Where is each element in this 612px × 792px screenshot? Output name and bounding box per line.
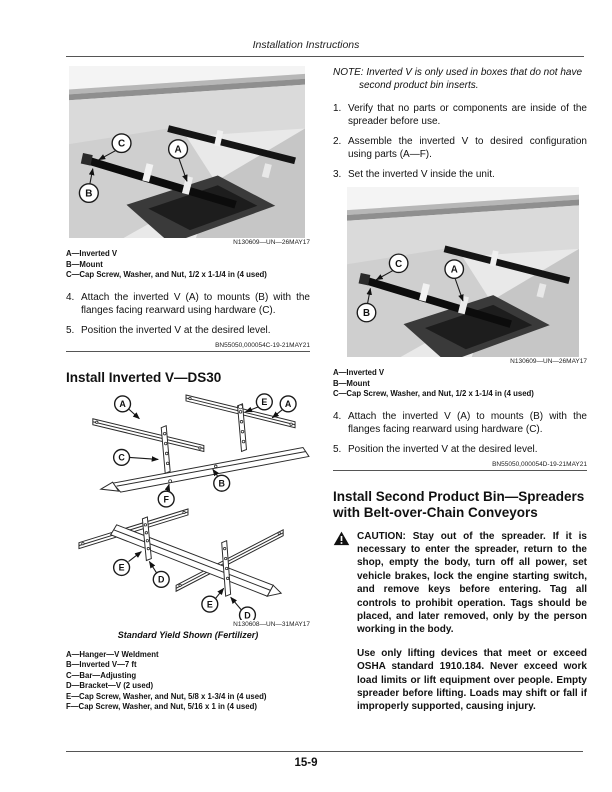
photo-legend: A—Inverted V B—Mount C—Cap Screw, Washer…	[333, 368, 587, 400]
legend-item: A—Inverted V	[333, 368, 385, 377]
caution-text-2: Use only lifting devices that meet or ex…	[357, 647, 587, 713]
svg-text:A: A	[119, 399, 126, 409]
warning-triangle-icon	[333, 531, 350, 545]
step-3: 3. Set the inverted V inside the unit.	[333, 169, 495, 180]
section-code: BN55050,000054D-19-21MAY21	[492, 460, 587, 468]
legend-item: C—Bar—Adjusting	[66, 670, 137, 680]
section-divider	[333, 469, 587, 471]
steps-1-3: 1. Verify that no parts or components ar…	[333, 102, 587, 181]
left-column: C A B N130609—UN—26MAY17 A—Inverted V B—…	[66, 66, 310, 713]
callout-b	[356, 302, 377, 323]
step-5: 5. Position the inverted V at the desire…	[66, 324, 271, 336]
legend-item: D—Bracket—V (2 used)	[66, 681, 154, 690]
drawing-caption: Standard Yield Shown (Fertilizer)	[117, 629, 259, 640]
note-text: NOTE: Inverted V is only used in boxes t…	[333, 67, 583, 91]
callout-a	[444, 259, 465, 279]
legend-item: A—Hanger—V Weldment	[66, 649, 159, 659]
right-column: NOTE: Inverted V is only used in boxes t…	[333, 66, 587, 714]
section-code: BN55050,000054C-19-21MAY21	[215, 341, 310, 349]
caution-block: CAUTION: Stay out of the spreader. If it…	[333, 530, 587, 637]
svg-text:E: E	[119, 562, 125, 572]
svg-text:B: B	[363, 308, 370, 319]
legend-item: C—Cap Screw, Washer, and Nut, 1/2 x 1-1/…	[333, 389, 534, 398]
section-heading-second-bin: Install Second Product Bin—Spreaders wit…	[333, 488, 585, 520]
section-heading-ds30: Install Inverted V—DS30	[66, 369, 222, 385]
image-id: N130609—UN—26MAY17	[510, 358, 587, 365]
image-id: N130609—UN—26MAY17	[233, 239, 310, 246]
inverted-v-photo: C A B	[347, 187, 579, 357]
inverted-v-photo: C A B	[69, 66, 305, 238]
legend-item: F—Cap Screw, Washer, and Nut, 5/16 x 1 i…	[66, 702, 257, 711]
inverted-v-front-bar	[365, 276, 512, 328]
svg-text:D: D	[244, 610, 251, 620]
adjusting-bar	[160, 424, 171, 474]
svg-text:B: B	[85, 189, 92, 200]
svg-text:C: C	[395, 259, 402, 270]
inverted-v-sheet	[111, 446, 310, 493]
svg-text:A: A	[451, 265, 458, 276]
mount	[358, 273, 371, 286]
callout-b	[78, 183, 99, 204]
callout-c	[388, 253, 409, 274]
image-id: N130608—UN—31MAY17	[233, 620, 310, 628]
step-4: 4. Attach the inverted V (A) to mounts (…	[66, 291, 310, 316]
inverted-v-rear-bar	[167, 125, 296, 165]
inverted-v-exploded-drawing: A E A C F B E D	[78, 392, 310, 620]
svg-text:C: C	[118, 452, 125, 462]
section-divider	[66, 350, 310, 352]
photo-legend: A—Inverted V B—Mount C—Cap Screw, Washer…	[66, 249, 310, 281]
step-4: 4. Attach the inverted V (A) to mounts (…	[333, 410, 587, 435]
svg-text:F: F	[163, 494, 169, 504]
inverted-v-rear-bar	[443, 245, 571, 284]
callout-a	[167, 139, 189, 160]
mount	[80, 153, 93, 166]
svg-text:A: A	[174, 145, 181, 156]
svg-text:E: E	[261, 397, 267, 407]
svg-text:B: B	[218, 478, 225, 488]
header-rule	[66, 56, 584, 57]
svg-text:D: D	[158, 574, 165, 584]
caution-text: CAUTION: Stay out of the spreader. If it…	[357, 530, 587, 636]
page-number: 15-9	[294, 757, 318, 769]
legend-item: B—Inverted V—7 ft	[66, 660, 137, 669]
svg-text:E: E	[207, 599, 213, 609]
steps-4-5: 4. Attach the inverted V (A) to mounts (…	[333, 410, 587, 456]
svg-text:A: A	[285, 399, 292, 409]
legend-item: A—Inverted V	[66, 249, 118, 258]
legend-item: B—Mount	[333, 378, 370, 388]
callout-c	[111, 133, 132, 154]
legend-item: C—Cap Screw, Washer, and Nut, 1/2 x 1-1/…	[66, 270, 267, 279]
step-1: 1. Verify that no parts or components ar…	[333, 103, 587, 127]
footer-rule	[66, 751, 583, 752]
legend-item: B—Mount	[66, 259, 103, 269]
step-5: 5. Position the inverted V at the desire…	[333, 443, 538, 455]
legend-item: E—Cap Screw, Washer, and Nut, 5/8 x 1-3/…	[66, 691, 267, 701]
inverted-v-front-bar	[87, 157, 237, 209]
steps-4-5: 4. Attach the inverted V (A) to mounts (…	[66, 291, 310, 337]
step-2: 2. Assemble the inverted V to desired co…	[333, 136, 587, 160]
svg-text:C: C	[118, 139, 125, 150]
running-header: Installation Instructions	[252, 39, 360, 51]
drawing-legend: A—Hanger—V Weldment B—Inverted V—7 ft C—…	[66, 650, 310, 713]
